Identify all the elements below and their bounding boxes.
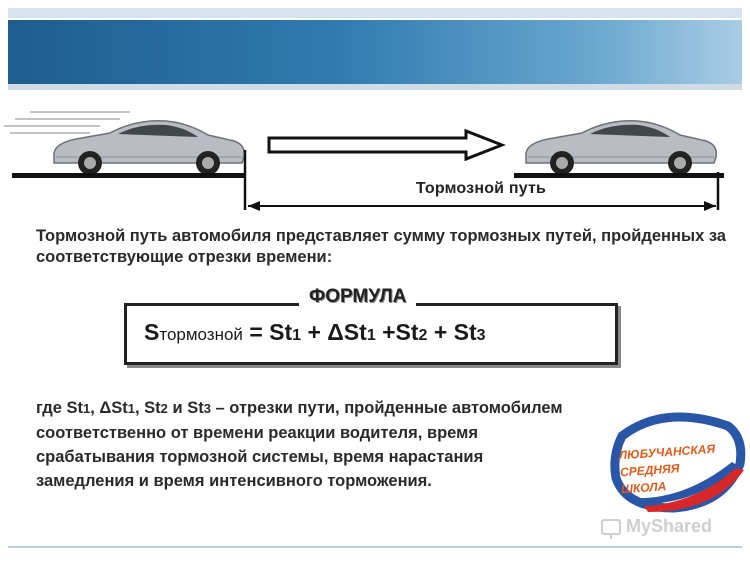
- direction-arrow-icon: [267, 128, 506, 162]
- formula-s: S: [144, 319, 160, 345]
- description-paragraph: где St1, ΔSt1, St2 и St3 – отрезки пути,…: [36, 396, 576, 493]
- desc-sub: 1: [82, 401, 91, 416]
- moving-car-image: [53, 120, 246, 175]
- formula-sub-1: 1: [292, 327, 302, 344]
- desc-sub: 2: [160, 401, 168, 416]
- road-segment-end: [514, 173, 724, 178]
- desc-part: где St: [36, 399, 83, 417]
- banner-shadow: [8, 84, 742, 90]
- school-logo-text: ЛЮБУЧАНСКАЯ СРЕДНЯЯ ШКОЛА: [618, 441, 718, 499]
- formula-plus-st3: + St: [427, 319, 477, 345]
- desc-sub: 3: [203, 401, 211, 416]
- formula-plus-delta: + ΔSt: [301, 319, 367, 345]
- desc-part: , St: [134, 399, 161, 417]
- watermark-text: MyShared: [626, 516, 713, 536]
- formula-sub-3: 3: [476, 327, 486, 344]
- watermark-icon: [601, 519, 621, 539]
- desc-sub: 1: [127, 401, 135, 416]
- formula-plus-st2: +St: [375, 319, 419, 345]
- school-logo: [610, 412, 746, 513]
- stopped-car-image: [525, 120, 718, 175]
- formula-sub-2: 2: [418, 327, 428, 344]
- desc-part: и St: [167, 399, 204, 417]
- braking-distance-label: Тормозной путь: [415, 180, 547, 197]
- intro-paragraph: Тормозной путь автомобиля представляет с…: [36, 227, 726, 266]
- speed-lines: [4, 111, 130, 134]
- title-banner: [8, 20, 742, 84]
- formula-sub-1b: 1: [366, 327, 376, 344]
- desc-part: – отрезки пути, пройденные автомобилем с…: [36, 399, 563, 490]
- desc-part: , ΔSt: [90, 399, 128, 417]
- formula-expression: Sтормозной = St1 + ΔSt1 +St2 + St3: [144, 319, 486, 346]
- formula-box: ФОРМУЛА Sтормозной = St1 + ΔSt1 +St2 + S…: [124, 286, 618, 365]
- slide-bottom-line: [8, 546, 742, 548]
- formula-title: ФОРМУЛА: [299, 286, 417, 308]
- road-segment-start: [12, 173, 244, 178]
- slide-top-border: [8, 8, 742, 18]
- formula-eq: = St: [242, 319, 293, 345]
- braking-distance-bracket: [243, 150, 720, 211]
- formula-s-subscript: тормозной: [159, 325, 243, 344]
